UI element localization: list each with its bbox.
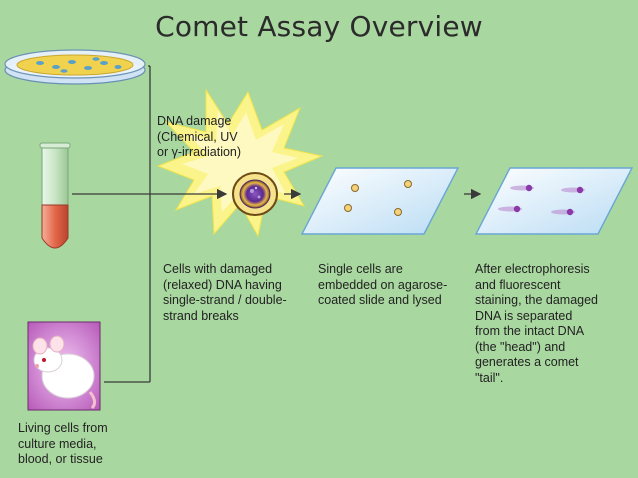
damage-burst — [156, 88, 324, 238]
diagram-title: Comet Assay Overview — [155, 10, 483, 43]
damage-label: DNA damage (Chemical, UV or γ-irradiatio… — [157, 114, 242, 159]
test-tube-icon — [39, 142, 71, 249]
connector-lines — [72, 65, 228, 383]
caption-damaged-cell: Cells with damaged (relaxed) DNA having … — [163, 262, 287, 323]
comet-1 — [510, 184, 534, 192]
cell-icon — [232, 172, 278, 216]
comet-2 — [561, 186, 585, 194]
mouse-photo — [27, 321, 101, 411]
caption-slide: Single cells are embedded on agarose- co… — [318, 262, 448, 307]
comet-slide-icon — [474, 167, 634, 235]
comet-3 — [498, 205, 522, 213]
caption-comet: After electrophoresis and fluorescent st… — [475, 262, 599, 385]
caption-source: Living cells from culture media, blood, … — [18, 421, 108, 466]
comet-4 — [551, 208, 575, 216]
slide-icon — [300, 167, 460, 235]
petri-dish-icon — [4, 49, 146, 85]
